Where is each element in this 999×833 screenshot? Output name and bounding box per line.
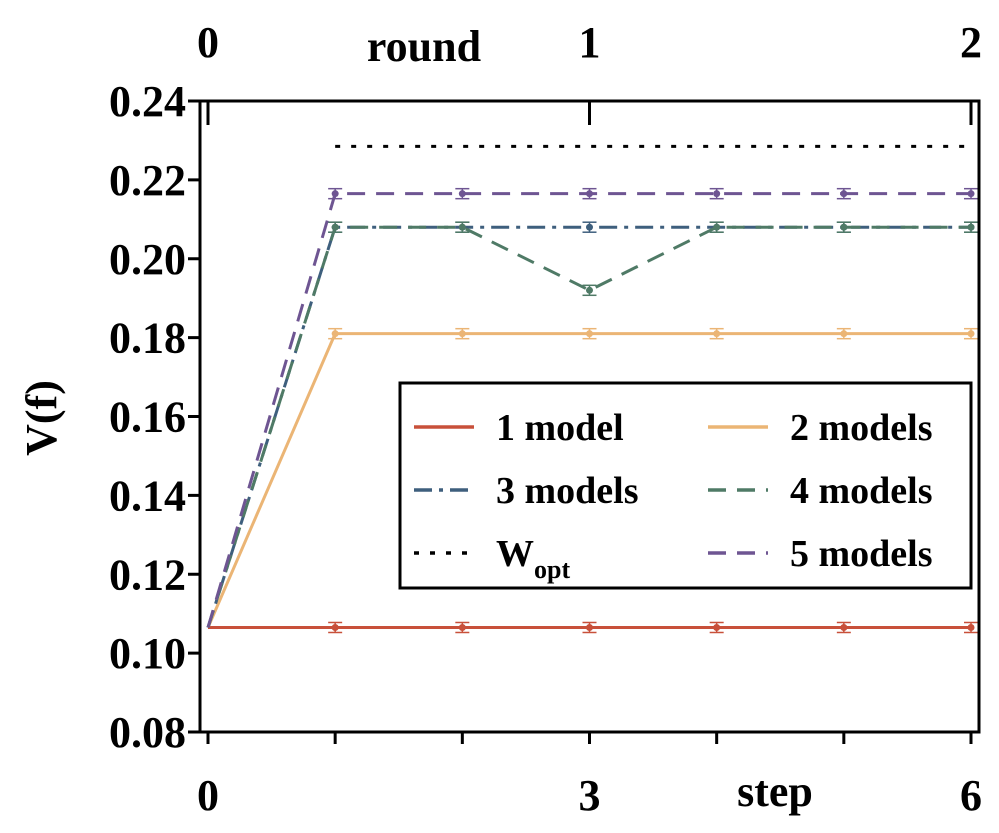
data-point xyxy=(967,623,975,631)
legend-label-2-models: 2 models xyxy=(790,407,933,449)
top-tick-label: 1 xyxy=(579,18,601,67)
x-tick-label: 3 xyxy=(579,771,601,820)
data-point xyxy=(840,190,848,198)
legend-label-1-model: 1 model xyxy=(496,407,624,449)
data-point xyxy=(713,190,721,198)
y-axis: 0.08 0.10 0.12 0.14 0.16 0.18 0.20 0.22 0.24 xyxy=(109,77,200,757)
legend-box xyxy=(398,381,973,590)
data-point xyxy=(713,623,721,631)
y-tick-label: 0.10 xyxy=(109,629,186,678)
data-point xyxy=(458,623,466,631)
y-axis-title: V(f) xyxy=(17,380,66,456)
y-tick-label: 0.14 xyxy=(109,471,186,520)
data-point xyxy=(713,223,721,231)
top-axis-title: round xyxy=(367,22,481,71)
y-tick-label: 0.08 xyxy=(109,708,186,757)
data-point xyxy=(331,190,339,198)
data-point xyxy=(586,286,593,294)
top-tick-label: 0 xyxy=(197,18,219,67)
y-tick-label: 0.22 xyxy=(109,156,186,205)
data-point xyxy=(458,190,466,198)
legend-label-4-models: 4 models xyxy=(790,470,933,512)
data-point xyxy=(586,330,593,338)
data-point xyxy=(967,330,975,338)
data-point xyxy=(331,330,339,338)
y-tick-label: 0.20 xyxy=(109,235,186,284)
top-tick-label: 2 xyxy=(960,18,982,67)
y-tick-label: 0.12 xyxy=(109,550,186,599)
legend-label-5-models: 5 models xyxy=(790,533,933,575)
data-point xyxy=(331,223,339,231)
data-point xyxy=(840,223,848,231)
data-point xyxy=(586,223,593,231)
data-point xyxy=(331,623,339,631)
data-point xyxy=(713,330,721,338)
data-point xyxy=(458,330,466,338)
y-tick-label: 0.24 xyxy=(109,77,186,126)
y-tick-label: 0.18 xyxy=(109,314,186,363)
data-point xyxy=(967,190,975,198)
top-axis: 0 1 2 xyxy=(197,18,982,125)
chart-marks xyxy=(206,144,978,634)
data-point xyxy=(840,623,848,631)
y-tick-label: 0.16 xyxy=(109,393,186,442)
data-point xyxy=(586,623,593,631)
x-axis: 0 3 6 xyxy=(197,732,982,820)
x-tick-label: 6 xyxy=(960,771,982,820)
data-point xyxy=(967,223,975,231)
x-axis-title: step xyxy=(737,767,813,816)
data-point xyxy=(586,190,593,198)
legend-label-3-models: 3 models xyxy=(496,470,639,512)
data-point xyxy=(840,330,848,338)
x-tick-label: 0 xyxy=(197,771,219,820)
data-point xyxy=(458,223,466,231)
